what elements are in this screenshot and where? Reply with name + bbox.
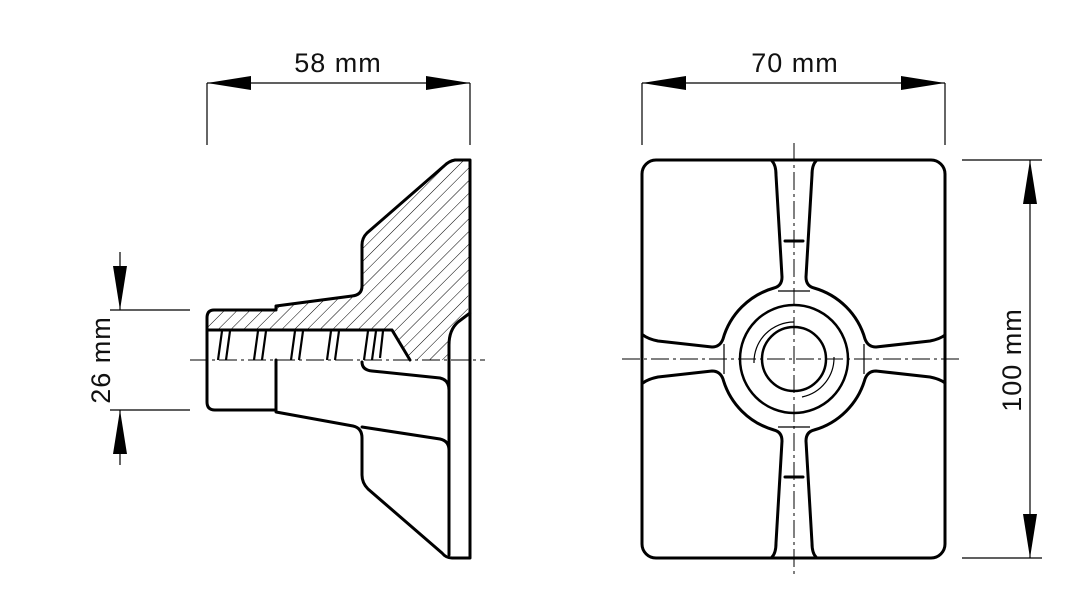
dimension-label-26: 26 mm xyxy=(86,316,116,404)
side-outline xyxy=(205,158,472,560)
quadrant-top-left xyxy=(641,159,810,374)
thread-arc xyxy=(753,321,835,398)
bore-lower xyxy=(360,360,451,392)
dimension-26: 26 mm xyxy=(86,252,190,465)
dimension-label-70: 70 mm xyxy=(751,48,839,78)
quadrant-bottom-left xyxy=(641,369,810,559)
side-section-view xyxy=(190,158,485,560)
dimension-label-58: 58 mm xyxy=(294,48,382,78)
dimension-label-100: 100 mm xyxy=(997,308,1027,412)
front-view xyxy=(622,143,962,575)
dimension-100: 100 mm xyxy=(962,159,1042,559)
quadrant-top-right xyxy=(804,159,947,374)
cone-inner-line xyxy=(360,425,451,452)
thread-lines xyxy=(216,330,385,361)
quadrant-bottom-right xyxy=(804,369,947,559)
bore-top xyxy=(206,328,412,362)
dimension-58: 58 mm xyxy=(206,48,471,145)
dimension-70: 70 mm xyxy=(641,48,946,145)
flange-face xyxy=(447,311,472,557)
